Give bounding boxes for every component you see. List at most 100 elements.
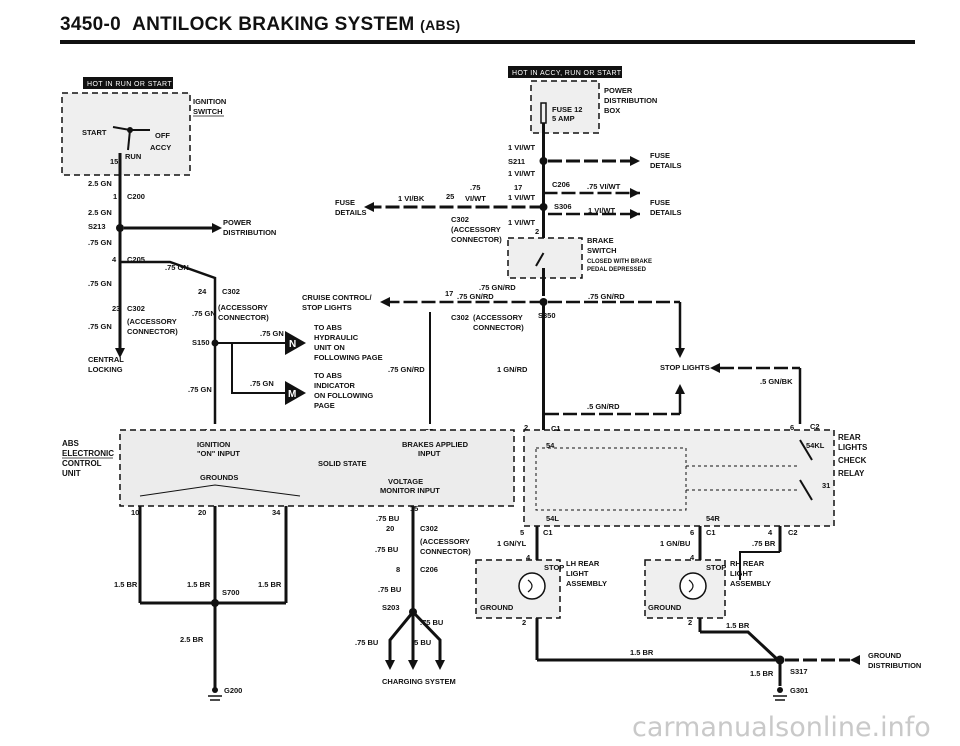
wire-label: .75 GN <box>250 379 274 388</box>
lh-light-label: ASSEMBLY <box>566 579 607 588</box>
rh-light-label: ASSEMBLY <box>730 579 771 588</box>
badge-hot-run-start: HOT IN RUN OR START <box>83 77 173 89</box>
wire-label: 1 VI/WT <box>508 143 536 152</box>
to-abs-label: HYDRAULIC <box>314 333 359 342</box>
ground-lamp-label: GROUND <box>480 603 514 612</box>
ignition-accy: ACCY <box>150 143 171 152</box>
brake-switch-note: PEDAL DEPRESSED <box>587 267 647 273</box>
pin-label: 54KL <box>806 441 825 450</box>
pin-label: 34 <box>272 508 281 517</box>
wire-label: .75 GN/RD <box>457 292 494 301</box>
connector-m-letter: M <box>288 389 296 400</box>
badge-hot-accy: HOT IN ACCY, RUN OR START <box>508 66 622 78</box>
ground-lamp-label: GROUND <box>648 603 682 612</box>
connector-c1: C1 <box>543 528 553 537</box>
lh-light-label: LH REAR <box>566 559 600 568</box>
relay-label: REAR <box>838 433 861 442</box>
wire-label: 1 VI/WT <box>508 193 536 202</box>
wire-label: 2.5 BR <box>180 635 204 644</box>
pin-label: 24 <box>198 287 207 296</box>
rh-light-label: RH REAR <box>730 559 765 568</box>
pin-label: 2 <box>522 618 526 627</box>
pin-label: 4 <box>526 553 531 562</box>
ground-dist-label: GROUND <box>868 651 902 660</box>
wire-label: 1.5 BR <box>750 669 774 678</box>
brake-switch-note: CLOSED WITH BRAKE <box>587 259 652 265</box>
fuse-details-label: FUSE <box>650 151 670 160</box>
fuse-details-label: DETAILS <box>650 161 682 170</box>
splice-s150: S150 <box>192 338 210 347</box>
pin-label: 8 <box>396 565 400 574</box>
fuse-amp-label: 5 AMP <box>552 114 575 123</box>
wire-label: 2.5 GN <box>88 179 112 188</box>
wire-label: 2.5 GN <box>88 208 112 217</box>
badge-right-text: HOT IN ACCY, RUN OR START <box>512 70 622 77</box>
abs-label: ABS <box>62 439 80 448</box>
ignition-start: START <box>82 128 107 137</box>
to-abs-label: TO ABS <box>314 371 342 380</box>
connector-c1: C1 <box>551 424 561 433</box>
fuse-feed-wires: 1 VI/WT S211 FUSE DETAILS 1 VI/WT 17 C20… <box>335 143 682 244</box>
connector-c2: C2 <box>788 528 798 537</box>
abs-label: UNIT <box>62 469 81 478</box>
wire-label: .75 GN <box>88 238 112 247</box>
connector-c2: C2 <box>810 422 820 431</box>
abs-label: CONTROL <box>62 459 102 468</box>
brake-switch-label: BRAKE <box>587 236 614 245</box>
lh-rear-light: 5 C1 1 GN/YL 4 STOP GROUND LH REAR LIGHT… <box>475 526 778 662</box>
abs-label: ELECTRONIC <box>62 449 114 458</box>
stop-lamp-label: STOP <box>706 563 726 572</box>
left-feed-wire: 2.5 GN 1 C200 2.5 GN S213 POWER DISTRIBU… <box>88 177 285 436</box>
stoplight-feed: CRUISE CONTROL/ STOP LIGHTS 17 .75 GN/RD… <box>302 289 802 436</box>
to-abs-label: TO ABS <box>314 323 342 332</box>
rh-rear-light: 6 C1 1 GN/BU 4 4 C2 .75 BR STOP GROUND R… <box>644 526 798 662</box>
splice-s317: S317 <box>790 667 808 676</box>
wire-label: .75 GN <box>188 385 212 394</box>
ignition-run: RUN <box>125 152 141 161</box>
title-abbr: (ABS) <box>420 17 461 33</box>
pin-label: 54 <box>546 441 555 450</box>
to-abs-label: FOLLOWING PAGE <box>314 353 383 362</box>
power-box-label: BOX <box>604 106 620 115</box>
wire-label: 1 GN/YL <box>497 539 527 548</box>
abs-ground-wires: 1.5 BR 1.5 BR 1.5 BR S700 2.5 BR G200 <box>114 506 288 701</box>
connector-desc: (ACCESSORY <box>127 317 177 326</box>
connector-desc: (ACCESSORY <box>473 313 523 322</box>
wire-label: 1 VI/WT <box>508 169 536 178</box>
ignition-label-2: SWITCH <box>193 107 223 116</box>
connector-n-letter: N <box>289 339 296 350</box>
abs-voltage-monitor: MONITOR INPUT <box>380 486 440 495</box>
pin-label: 31 <box>822 481 830 490</box>
to-abs-label: ON FOLLOWING <box>314 391 373 400</box>
title-rule <box>60 40 915 44</box>
pin-label: 6 <box>790 423 794 432</box>
pin-label: 25 <box>446 192 454 201</box>
lh-light-label: LIGHT <box>566 569 589 578</box>
pin-label: 4 <box>768 528 773 537</box>
to-abs-label: UNIT ON <box>314 343 345 352</box>
connector-desc: CONNECTOR) <box>473 323 524 332</box>
relay-label: CHECK <box>838 456 867 465</box>
wire-label: .75 GN/RD <box>388 365 425 374</box>
wire-label: 1 VI/WT <box>508 218 536 227</box>
brake-switch: BRAKE SWITCH CLOSED WITH BRAKE PEDAL DEP… <box>479 236 652 296</box>
wire-label: .75 GN/RD <box>479 283 516 292</box>
to-abs-label: PAGE <box>314 401 335 410</box>
wire-label: .75 BU <box>375 545 398 554</box>
connector-desc: (ACCESSORY <box>218 303 268 312</box>
pin-label: 54L <box>546 514 559 523</box>
wire-label: .5 GN/BK <box>760 377 793 386</box>
fuse-12-label: FUSE 12 <box>552 105 582 114</box>
pin-label: 20 <box>198 508 206 517</box>
connector-c206: C206 <box>420 565 438 574</box>
connector-desc: CONNECTOR) <box>420 547 471 556</box>
page-title: 3450-0 ANTILOCK BRAKING SYSTEM (ABS) <box>60 14 461 36</box>
ground-dist-label: DISTRIBUTION <box>868 661 921 670</box>
fuse-details-label: DETAILS <box>650 208 682 217</box>
pin-label: 17 <box>445 289 453 298</box>
to-abs-label: INDICATOR <box>314 381 356 390</box>
title-code: 3450-0 <box>60 14 121 35</box>
charging-system-wire: .75 BU 20 C302 (ACCESSORY CONNECTOR) .75… <box>355 506 471 686</box>
